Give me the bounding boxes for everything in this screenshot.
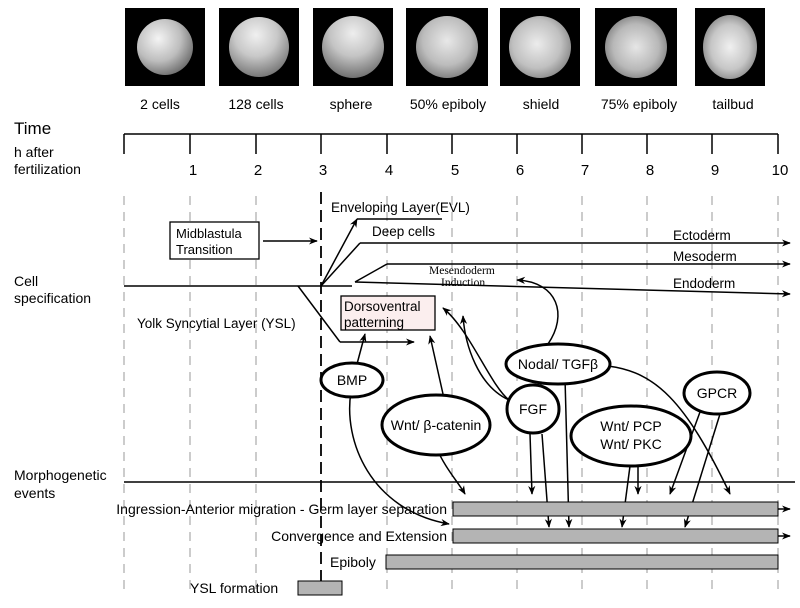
epiboly-bar: [385, 554, 779, 570]
stage-label-sphere: sphere: [329, 96, 373, 112]
axis-subtitle-line1: h after: [14, 144, 54, 160]
gpcr-ellipse: [682, 370, 752, 416]
bmp-label: BMP: [337, 372, 367, 388]
fgf-to-dorsoventral-arrow: [442, 307, 510, 401]
nodal-tgf-beta-label: Nodal/ TGFβ: [518, 356, 598, 372]
stage-label-50-epiboly: 50% epiboly: [409, 96, 487, 112]
convergence-bar: [452, 528, 779, 544]
endoderm-arrow: [354, 281, 791, 298]
tick-label-4: 4: [385, 162, 393, 179]
evl-label: Enveloping Layer(EVL): [331, 200, 470, 215]
bmp-to-convergence-arrow: [348, 391, 450, 527]
wnt-beta-catenin-ellipse: [380, 393, 492, 457]
fgf-label: FGF: [519, 401, 547, 417]
tick-label-7: 7: [581, 162, 589, 179]
bmp-ellipse: [319, 361, 385, 399]
gpcr-label: GPCR: [697, 385, 737, 401]
axis-tick-labels: 1 2 3 4 5 6 7 8 9 10: [189, 162, 789, 179]
nodal-to-mesendoderm-arrow: [516, 276, 559, 345]
convergence-label: Convergence and Extension: [271, 528, 447, 544]
embryo-photo-50-epiboly: [406, 8, 488, 86]
mesendoderm-label-line2: Induction: [441, 277, 485, 289]
section-label-cell-spec-line1: Cell: [14, 273, 38, 289]
embryo-photo-128-cells: [219, 8, 299, 86]
tick-label-6: 6: [516, 162, 524, 179]
axis-ticks: [123, 134, 779, 154]
stage-label-128-cells: 128 cells: [228, 96, 284, 112]
ysl-label: Yolk Syncytial Layer (YSL): [137, 316, 296, 331]
section-label-morpho-line2: events: [14, 485, 55, 501]
deep-cells-branch: [320, 242, 361, 287]
midblastula-label-line2: Transition: [176, 242, 233, 257]
pcp-to-convergence-arrow: [619, 465, 631, 528]
dorsoventral-label-line2: patterning: [344, 315, 404, 330]
embryo-photo-shield: [500, 8, 580, 86]
tick-label-2: 2: [254, 162, 262, 179]
tick-label-8: 8: [646, 162, 654, 179]
deep-cells-label: Deep cells: [372, 224, 435, 239]
ingression-label: Ingression-Anterior migration - Germ lay…: [116, 501, 447, 517]
tick-label-5: 5: [451, 162, 459, 179]
midblastula-label-line1: Midblastula: [176, 226, 243, 241]
stage-label-2-cells: 2 cells: [140, 96, 180, 112]
stage-label-tailbud: tailbud: [712, 96, 754, 112]
endoderm-label: Endoderm: [673, 276, 735, 291]
wnt-pkc-label: Wnt/ PKC: [600, 436, 661, 452]
tick-label-3: 3: [319, 162, 327, 179]
nodal-to-gpcr-ingression-arrow: [607, 365, 731, 495]
nodal-tgf-beta-ellipse: [504, 342, 612, 386]
embryo-photo-75-epiboly: [595, 8, 677, 86]
wnt-pcp-pkc-ellipse: [569, 404, 693, 468]
ysl-branch: [297, 285, 341, 343]
evl-branch: [320, 218, 358, 287]
wnt-pcp-label: Wnt/ PCP: [600, 418, 661, 434]
axis-title: Time: [14, 119, 51, 138]
midblastula-box: [169, 221, 260, 260]
axis-subtitle-line2: fertilization: [14, 161, 81, 177]
tick-label-10: 10: [772, 162, 789, 179]
section-label-cell-spec-line2: specification: [14, 290, 91, 306]
wnt-to-dorsoventral-arrow: [428, 335, 444, 395]
gpcr-to-ingression-arrow: [669, 411, 701, 495]
bmp-to-dorsoventral-arrow: [356, 333, 367, 365]
tick-label-9: 9: [711, 162, 719, 179]
fgf-to-ingression-arrow: [528, 433, 536, 495]
epiboly-label: Epiboly: [330, 554, 376, 570]
ectoderm-label: Ectoderm: [673, 228, 731, 243]
dorsoventral-label-line1: Dorsoventral: [344, 299, 421, 314]
mesoderm-branch: [354, 263, 388, 283]
dorsoventral-box: [340, 295, 436, 331]
tick-label-1: 1: [189, 162, 197, 179]
fgf-ellipse: [505, 383, 561, 435]
section-label-morpho-line1: Morphogenetic: [14, 467, 107, 483]
embryo-photo-tailbud: [695, 8, 765, 86]
embryo-photo-2-cells: [125, 8, 205, 86]
stage-label-75-epiboly: 75% epiboly: [600, 96, 678, 112]
embryo-photo-sphere: [313, 8, 393, 86]
fgf-to-mesendoderm-arrow: [459, 315, 510, 401]
mesoderm-label: Mesoderm: [673, 249, 737, 264]
wnt-beta-catenin-label: Wnt/ β-catenin: [391, 417, 482, 433]
stage-label-shield: shield: [522, 96, 560, 112]
ysl-formation-label: YSL formation: [190, 580, 278, 596]
mesendoderm-label-line1: Mesendoderm: [429, 265, 495, 277]
ysl-formation-bar: [297, 580, 343, 596]
ingression-bar: [452, 501, 779, 517]
